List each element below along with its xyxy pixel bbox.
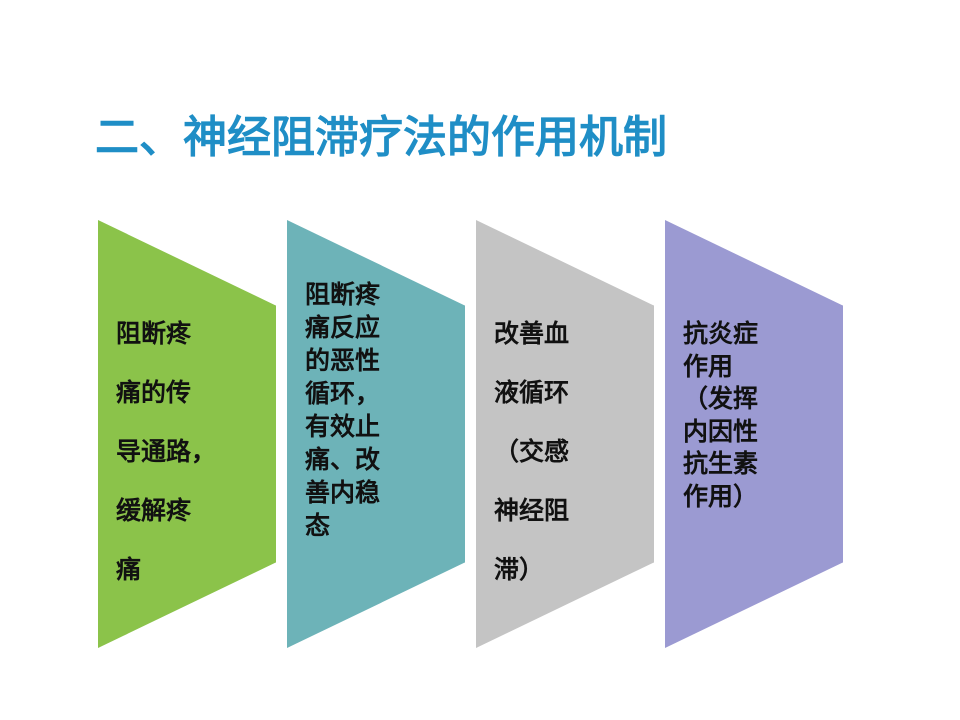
chevron-step-3: 改善血 液循环 （交感 神经阻 滞） (476, 220, 654, 648)
chevron-step-4: 抗炎症 作用 （发挥 内因性 抗生素 作用） (665, 220, 843, 648)
chevron-step-4-text: 抗炎症 作用 （发挥 内因性 抗生素 作用） (683, 319, 759, 511)
slide-title: 二、神经阻滞疗法的作用机制 (95, 112, 667, 163)
chevron-step-1: 阻断疼 痛的传 导通路， 缓解疼 痛 (98, 220, 276, 648)
chevron-step-1-text: 阻断疼 痛的传 导通路， 缓解疼 痛 (116, 319, 217, 584)
chevron-step-2-text: 阻断疼 痛反应 的恶性 循环， 有效止 痛、改 善内稳 态 (305, 280, 381, 540)
chevron-step-3-text: 改善血 液循环 （交感 神经阻 滞） (494, 319, 570, 584)
chevron-step-2: 阻断疼 痛反应 的恶性 循环， 有效止 痛、改 善内稳 态 (287, 220, 465, 648)
